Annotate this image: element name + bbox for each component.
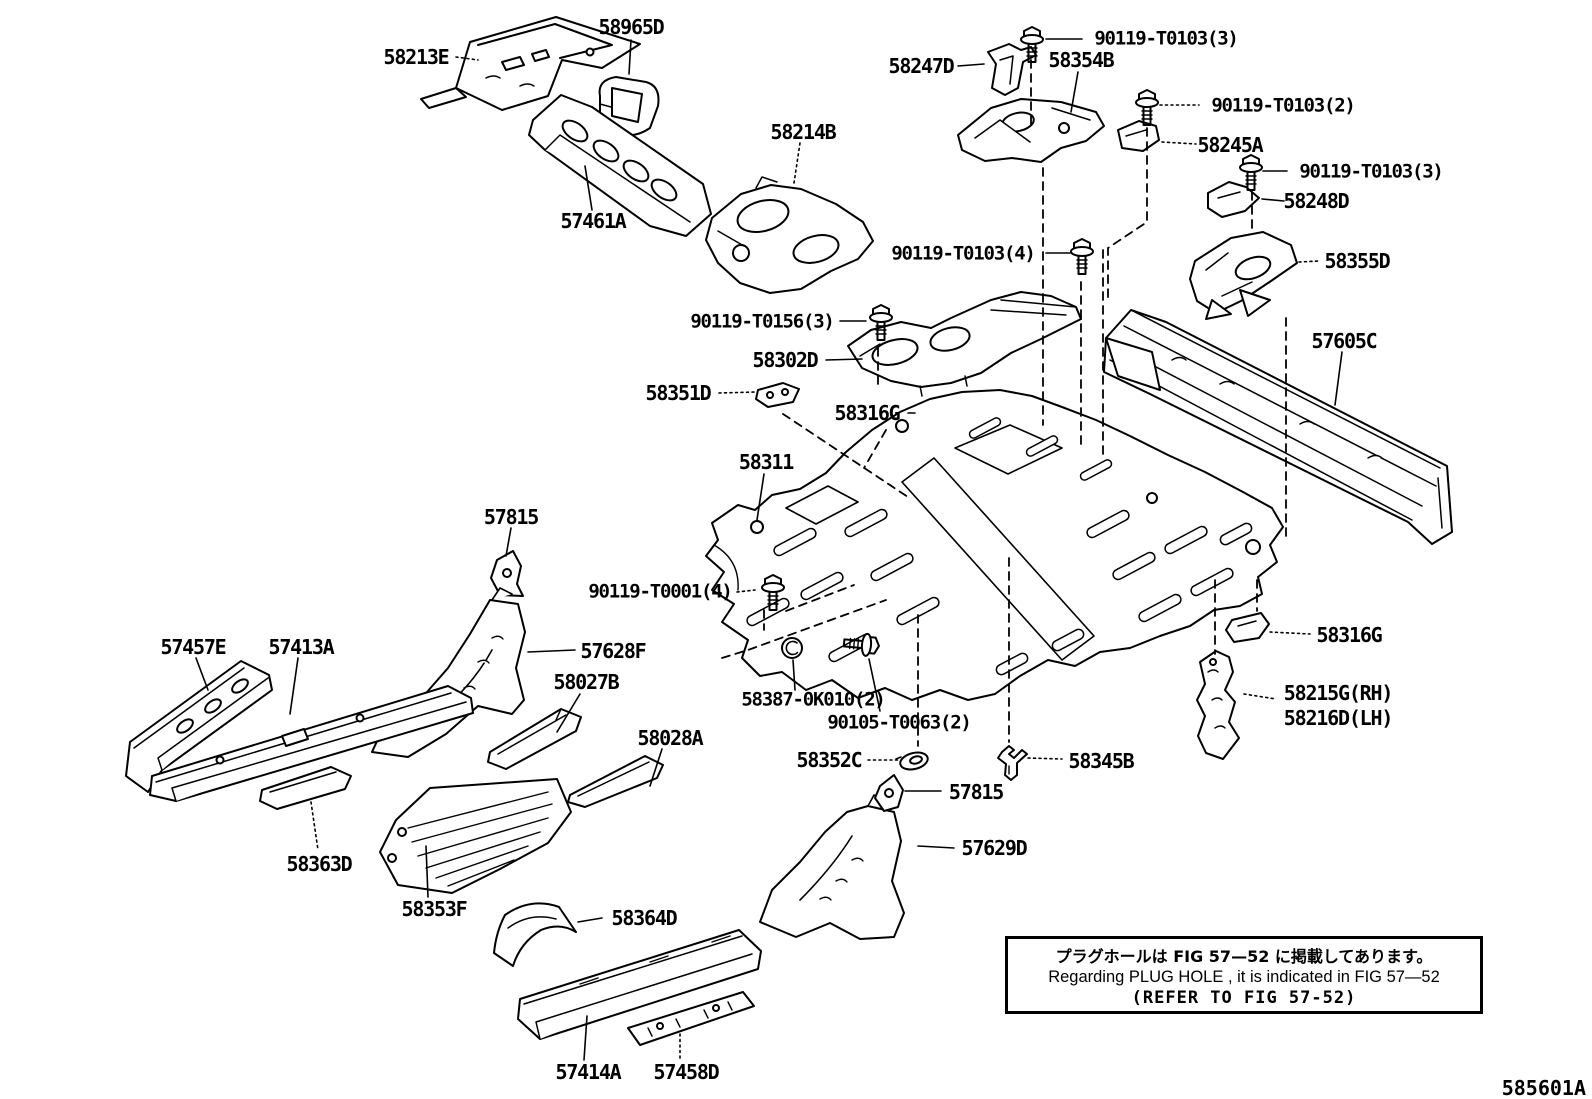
part-label-90119-T0156[interactable]: 90119-T0156(3) (690, 310, 835, 333)
part-label-57815-lower[interactable]: 57815 (948, 780, 1004, 804)
part-58387-grommet-drawing (782, 638, 802, 658)
part-label-58213E[interactable]: 58213E (383, 45, 449, 69)
part-label-58214B[interactable]: 58214B (770, 120, 836, 144)
part-label-90105-T0063[interactable]: 90105-T0063(2) (827, 711, 972, 734)
note-text-reference: (REFER TO FIG 57-52) (1131, 987, 1357, 1008)
bolt-90119-T0103-c (1135, 89, 1159, 126)
part-58027B-drawing (488, 709, 581, 769)
bolt-90119-T0103-d (1070, 238, 1094, 275)
part-label-58345B[interactable]: 58345B (1068, 749, 1134, 773)
part-58316G-b-drawing (1226, 613, 1269, 642)
part-label-57413A[interactable]: 57413A (268, 635, 334, 659)
part-label-58311[interactable]: 58311 (738, 450, 794, 474)
bolt-90119-T0103-b (1239, 154, 1263, 191)
part-label-58387-0K010[interactable]: 58387-0K010(2) (741, 688, 886, 711)
part-label-58215G-RH[interactable]: 58215G(RH) (1283, 681, 1394, 705)
part-label-90119-T0001[interactable]: 90119-T0001(4) (588, 580, 733, 603)
part-label-58027B[interactable]: 58027B (553, 670, 619, 694)
part-label-57457E[interactable]: 57457E (160, 635, 226, 659)
part-57815-lower-drawing (875, 775, 903, 811)
part-label-58352C[interactable]: 58352C (796, 748, 862, 772)
figure-code: 585601A (1501, 1076, 1586, 1099)
part-57461A-drawing (529, 95, 711, 236)
part-label-57605C[interactable]: 57605C (1311, 329, 1377, 353)
part-57413A-drawing (150, 686, 473, 801)
part-label-58302D[interactable]: 58302D (752, 348, 818, 372)
plug-hole-note-box: プラグホールは FIG 57—52 に掲載してあります。 Regarding P… (1005, 936, 1483, 1014)
part-58245A-drawing (1118, 121, 1159, 151)
part-label-58316G-b[interactable]: 58316G (1316, 623, 1382, 647)
part-58302D-drawing (848, 292, 1081, 396)
part-label-90119-T0103-c[interactable]: 90119-T0103(2) (1211, 94, 1356, 117)
part-label-58354B[interactable]: 58354B (1048, 48, 1114, 72)
part-58352C-drawing (896, 750, 930, 772)
part-label-58247D[interactable]: 58247D (888, 54, 954, 78)
part-label-57414A[interactable]: 57414A (555, 1060, 621, 1084)
note-text-japanese: プラグホールは FIG 57—52 に掲載してあります。 (1055, 946, 1433, 966)
label-leader-dotted (311, 57, 1319, 1058)
note-text-english: Regarding PLUG HOLE , it is indicated in… (1048, 967, 1440, 986)
part-58353F-drawing (380, 779, 571, 893)
part-58965D-drawing (600, 77, 659, 135)
part-label-58355D[interactable]: 58355D (1324, 249, 1390, 273)
part-label-58028A[interactable]: 58028A (637, 726, 703, 750)
label-leader-lines (196, 39, 1342, 1060)
part-label-58353F[interactable]: 58353F (401, 897, 467, 921)
part-label-58316G-a[interactable]: 58316G (834, 401, 900, 425)
part-57414A-drawing (518, 930, 761, 1039)
part-57457E-drawing (126, 661, 272, 792)
part-label-90119-T0103-d[interactable]: 90119-T0103(4) (891, 242, 1036, 265)
part-label-58351D[interactable]: 58351D (645, 381, 711, 405)
part-57458D-drawing (628, 992, 754, 1045)
part-58351D-drawing (756, 383, 799, 407)
part-58355D-drawing (1190, 232, 1297, 319)
assembly-alignment-dashes (722, 60, 1286, 746)
part-58028A-drawing (568, 756, 663, 807)
part-58247D-drawing (988, 44, 1036, 95)
part-58215G-58216D-drawing (1197, 651, 1239, 759)
part-label-57458D[interactable]: 57458D (653, 1060, 719, 1084)
part-58364D-drawing (494, 903, 576, 966)
part-58363D-drawing (260, 767, 351, 809)
part-57629D-drawing (760, 795, 904, 939)
part-label-58245A[interactable]: 58245A (1197, 133, 1263, 157)
part-label-58965D[interactable]: 58965D (598, 15, 664, 39)
part-label-57628F[interactable]: 57628F (580, 639, 646, 663)
part-label-58216D-LH[interactable]: 58216D(LH) (1283, 706, 1394, 730)
part-label-57815-upper[interactable]: 57815 (483, 505, 539, 529)
part-label-57629D[interactable]: 57629D (961, 836, 1027, 860)
part-58311-drawing (706, 390, 1283, 700)
part-label-90119-T0103-b[interactable]: 90119-T0103(3) (1299, 160, 1444, 183)
part-58248D-drawing (1208, 182, 1259, 217)
part-label-58364D[interactable]: 58364D (611, 906, 677, 930)
part-58354B-drawing (958, 99, 1104, 162)
part-58214B-drawing (706, 177, 873, 293)
part-57815-upper-drawing (491, 551, 523, 596)
part-57605C-drawing (1104, 290, 1452, 544)
part-58345B-drawing (998, 746, 1027, 780)
part-58213E-drawing (421, 17, 640, 110)
part-label-58363D[interactable]: 58363D (286, 852, 352, 876)
part-label-57461A[interactable]: 57461A (560, 209, 626, 233)
part-label-58248D[interactable]: 58248D (1283, 189, 1349, 213)
part-label-90119-T0103-a[interactable]: 90119-T0103(3) (1094, 27, 1239, 50)
